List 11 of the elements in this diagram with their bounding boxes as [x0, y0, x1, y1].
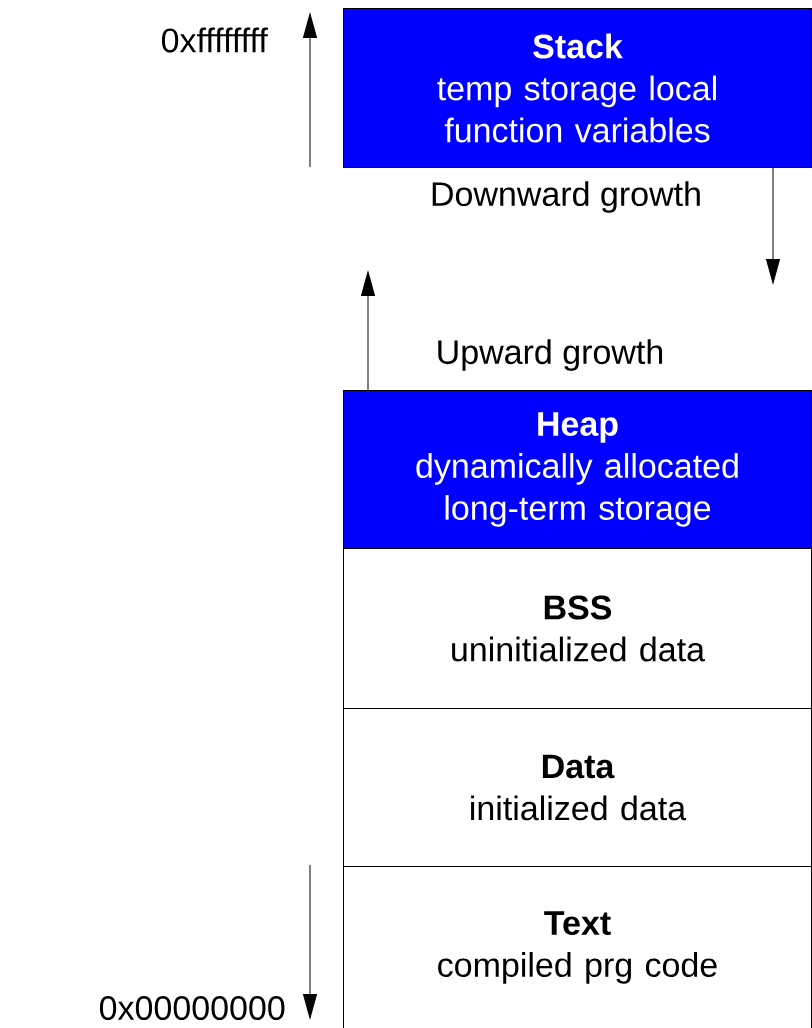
edge-label: Downward growth [428, 180, 704, 214]
growth-arrow [766, 167, 780, 284]
memory-segment: Data initialized data [343, 708, 812, 867]
address-label: 0xffffffff [161, 27, 268, 53]
memory-segment: Stack temp storage local function variables [343, 8, 812, 168]
edge-label: Upward growth [434, 338, 666, 372]
growth-arrow [361, 271, 375, 391]
memory-segment: Heap dynamically allocated long-term storage [343, 390, 812, 549]
address-label: 0x00000000 [99, 995, 285, 1021]
memory-segment: Text compiled prg code [343, 866, 812, 1028]
memory-segment: BSS uninitialized data [343, 548, 812, 709]
